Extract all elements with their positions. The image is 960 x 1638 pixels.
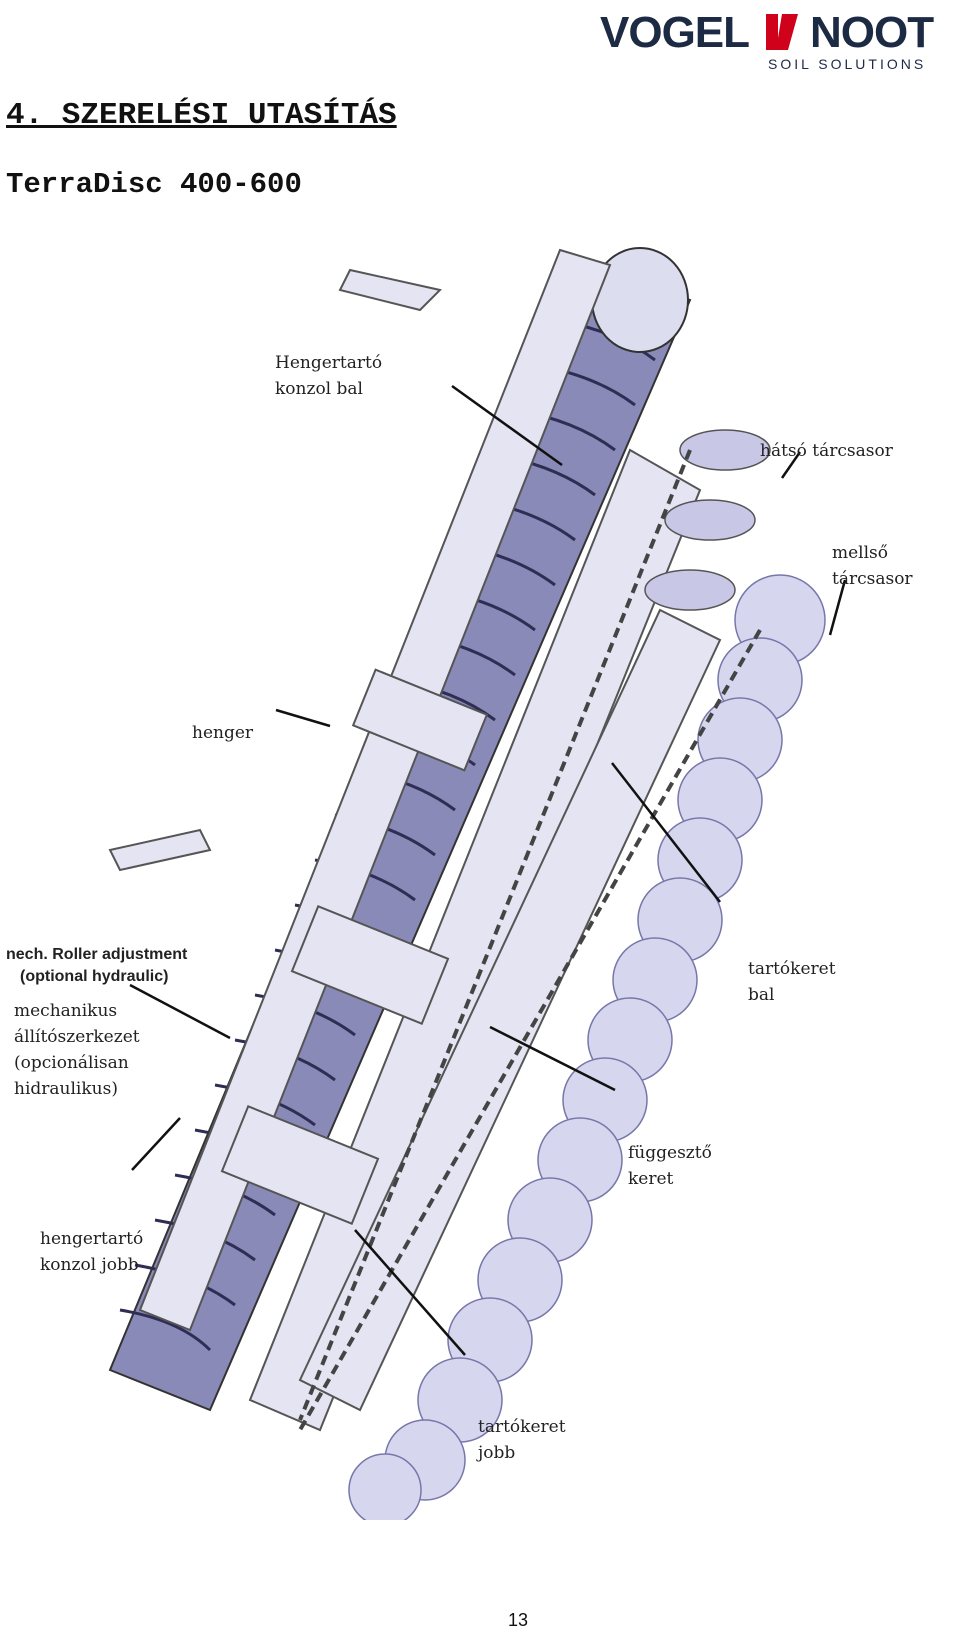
section-heading: 4. SZERELÉSI UTASÍTÁS	[6, 98, 397, 133]
label-mechanikus-allitoszerkezet: mechanikus állítószerkezet (opcionálisan…	[14, 1001, 140, 1099]
label-mellso-taresasor: mellső tárcsasor	[832, 543, 913, 589]
logo-tagline: SOIL SOLUTIONS	[768, 56, 927, 72]
disc-row-brackets	[298, 449, 762, 1431]
label-tartokeret-bal: tartókeret bal	[748, 959, 836, 1005]
logo-word-noot: NOOT	[810, 8, 934, 57]
terradisc-assembly-drawing	[108, 247, 847, 1520]
leader-lines	[129, 384, 847, 1356]
label-tartokeret-jobb: tartókeret jobb	[478, 1417, 566, 1463]
rear-disc-row	[644, 429, 771, 611]
label-hengertarto-konzol-jobb: hengertartó konzol jobb	[40, 1229, 144, 1275]
logo-word-vogel: VOGEL	[600, 8, 750, 57]
label-hengertarto-konzol-bal: Hengertartó konzol bal	[275, 353, 383, 399]
model-subheading: TerraDisc 400-600	[6, 168, 302, 201]
label-fuggeszto-keret: függesztő keret	[628, 1143, 712, 1189]
label-hatso-taresasor: hátsó tárcsasor	[760, 441, 893, 461]
main-frame	[108, 248, 722, 1432]
logo-emblem-icon	[766, 14, 798, 50]
front-disc-row	[348, 574, 826, 1520]
label-henger: henger	[192, 723, 254, 743]
vogel-noot-logo: VOGEL NOOT SOIL SOLUTIONS	[600, 8, 950, 72]
label-roller-adjustment: nech. Roller adjustment (optional hydrau…	[6, 946, 188, 985]
page-number: 13	[508, 1610, 529, 1630]
